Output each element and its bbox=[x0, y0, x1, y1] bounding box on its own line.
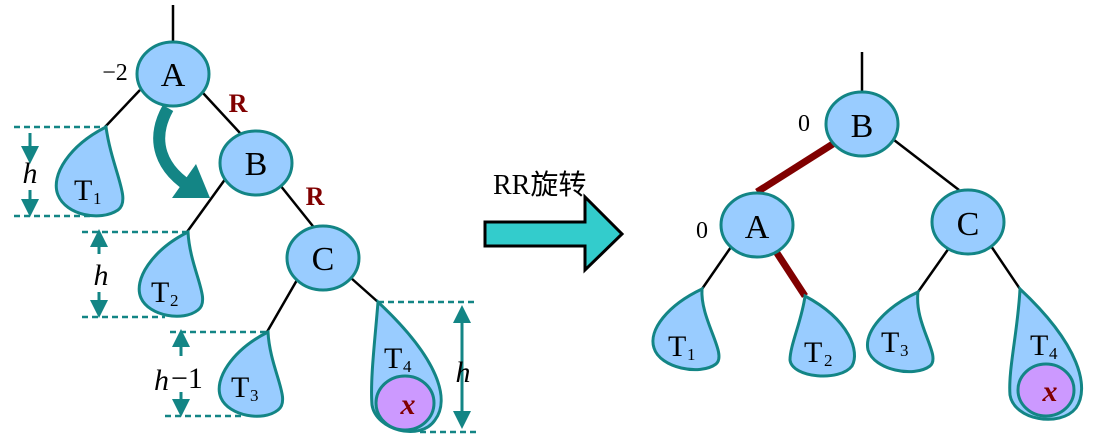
edge-c-t3 bbox=[265, 279, 299, 333]
inserted-node-x-after-label: x bbox=[1042, 375, 1058, 408]
height-label-t3-h: h bbox=[154, 364, 169, 397]
edge-label-r-ab: R bbox=[229, 89, 248, 118]
edge-c-t4-after bbox=[989, 245, 1022, 290]
subtree-t1-after-index: 1 bbox=[687, 345, 696, 364]
subtree-t3-after-index: 3 bbox=[900, 341, 909, 360]
subtree-t2-after bbox=[788, 293, 856, 378]
height-marker-t4: h bbox=[378, 300, 478, 434]
height-label-t3-minus-one: −1 bbox=[171, 362, 203, 395]
subtree-t1-index: 1 bbox=[93, 189, 102, 208]
subtree-t3-after-label: T bbox=[881, 326, 899, 359]
balance-factor-a-after: 0 bbox=[696, 218, 708, 244]
edge-b-c-after bbox=[893, 139, 960, 191]
node-c-label: C bbox=[312, 241, 335, 278]
edge-b-t2 bbox=[185, 177, 228, 233]
subtree-t2-label: T bbox=[151, 276, 169, 309]
inserted-node-x-after bbox=[1016, 362, 1076, 418]
edge-label-r-bc: R bbox=[306, 182, 325, 211]
node-a-after bbox=[719, 191, 795, 259]
subtree-t3-after bbox=[866, 289, 935, 374]
before-tree: A −2 B C R R T 1 T 2 T 3 T 4 x bbox=[14, 5, 478, 434]
node-a-before bbox=[135, 40, 211, 108]
edge-a-t1-after bbox=[700, 246, 733, 290]
height-marker-t1: h bbox=[14, 125, 106, 218]
inserted-node-x-label: x bbox=[400, 388, 416, 421]
node-c-before bbox=[285, 224, 361, 292]
subtree-t1-label: T bbox=[74, 174, 92, 207]
height-label-t2: h bbox=[94, 259, 109, 292]
subtree-t4-after-index: 4 bbox=[1049, 344, 1058, 363]
subtree-t2-index: 2 bbox=[170, 291, 179, 310]
height-marker-t3: h −1 bbox=[154, 329, 268, 418]
subtree-t3-index: 3 bbox=[250, 386, 259, 405]
rr-rotation-operation: RR旋转 bbox=[483, 169, 625, 274]
node-c-after bbox=[930, 188, 1006, 256]
balance-factor-b-after: 0 bbox=[798, 111, 810, 137]
subtree-t2-after-index: 2 bbox=[824, 351, 833, 370]
subtree-t1-before bbox=[54, 124, 125, 218]
after-tree: B 0 A 0 C T 1 T 2 T 3 T 4 x bbox=[651, 52, 1084, 421]
edge-c-t3-after bbox=[916, 247, 951, 293]
height-marker-t2: h bbox=[82, 229, 188, 319]
subtree-t3-before bbox=[217, 329, 285, 418]
subtree-t1-after bbox=[651, 286, 721, 372]
subtree-t3-label: T bbox=[231, 371, 249, 404]
edge-a-b bbox=[202, 92, 241, 134]
right-arrow-icon bbox=[483, 193, 625, 274]
height-label-t4: h bbox=[456, 356, 471, 389]
edge-a-t2-after bbox=[772, 248, 808, 298]
subtree-t4-label: T bbox=[384, 342, 402, 375]
node-b-before bbox=[218, 129, 294, 197]
node-a-label: A bbox=[161, 57, 186, 94]
node-b-after bbox=[824, 90, 900, 158]
rotation-arrowhead-icon bbox=[172, 164, 210, 198]
subtree-t1-after-label: T bbox=[668, 330, 686, 363]
height-label-t1: h bbox=[23, 157, 38, 190]
subtree-t4-after-label: T bbox=[1030, 329, 1048, 362]
node-a-after-label: A bbox=[745, 209, 770, 246]
edge-b-c bbox=[279, 184, 317, 231]
rr-rotation-label: RR旋转 bbox=[493, 169, 586, 201]
balance-factor-a: −2 bbox=[102, 60, 128, 86]
subtree-t4-index: 4 bbox=[403, 357, 412, 376]
node-b-after-label: B bbox=[851, 108, 874, 145]
node-b-label: B bbox=[245, 146, 268, 183]
subtree-t2-after-label: T bbox=[804, 336, 822, 369]
edge-c-t4 bbox=[350, 277, 379, 303]
edge-a-t1 bbox=[104, 89, 141, 128]
inserted-node-x-before bbox=[374, 374, 436, 432]
edge-b-a-after bbox=[755, 139, 838, 195]
node-c-after-label: C bbox=[957, 206, 980, 243]
subtree-t2-before bbox=[137, 229, 205, 318]
